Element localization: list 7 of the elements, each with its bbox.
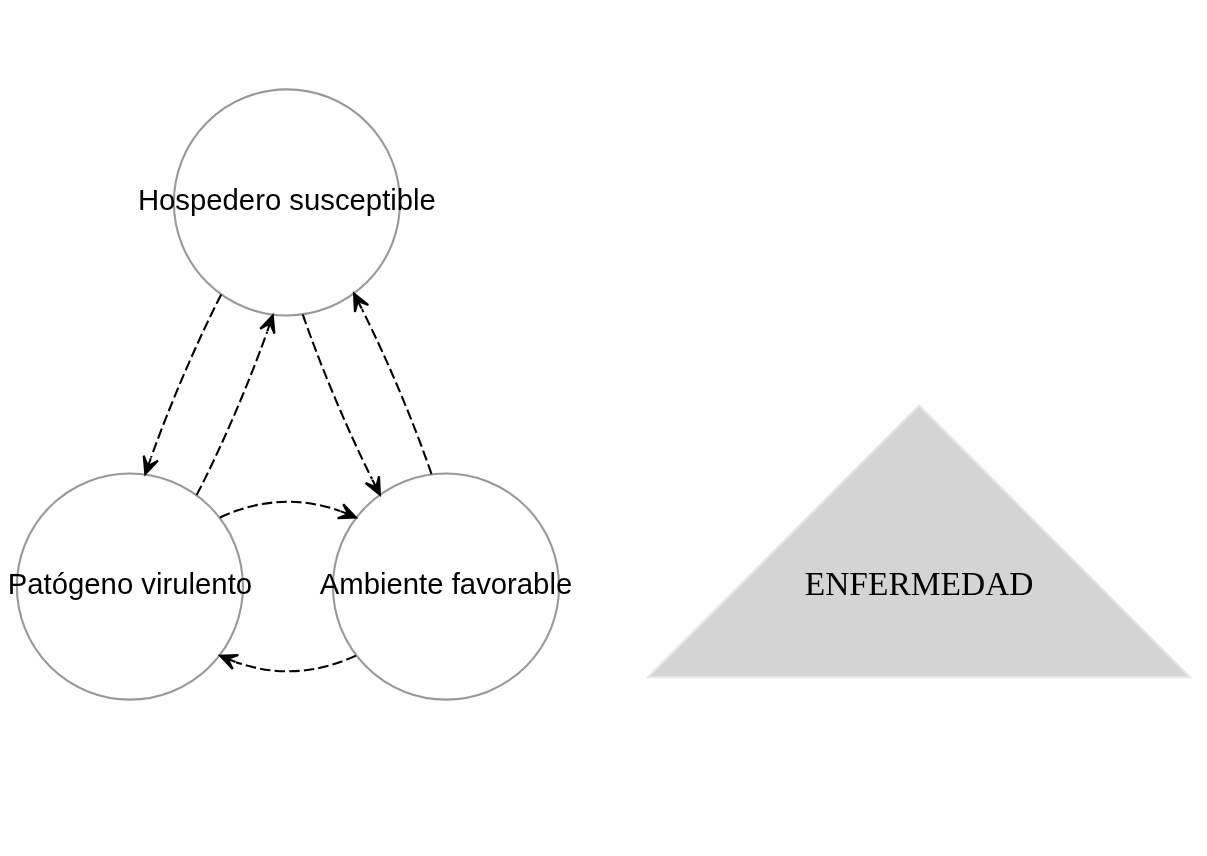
- arrow: [301, 313, 381, 496]
- node-label: Hospedero susceptible: [137, 182, 436, 216]
- arrow: [352, 292, 433, 475]
- arrow: [195, 313, 276, 496]
- arrow: [142, 293, 223, 475]
- arrow: [219, 653, 357, 672]
- arrow: [219, 500, 357, 519]
